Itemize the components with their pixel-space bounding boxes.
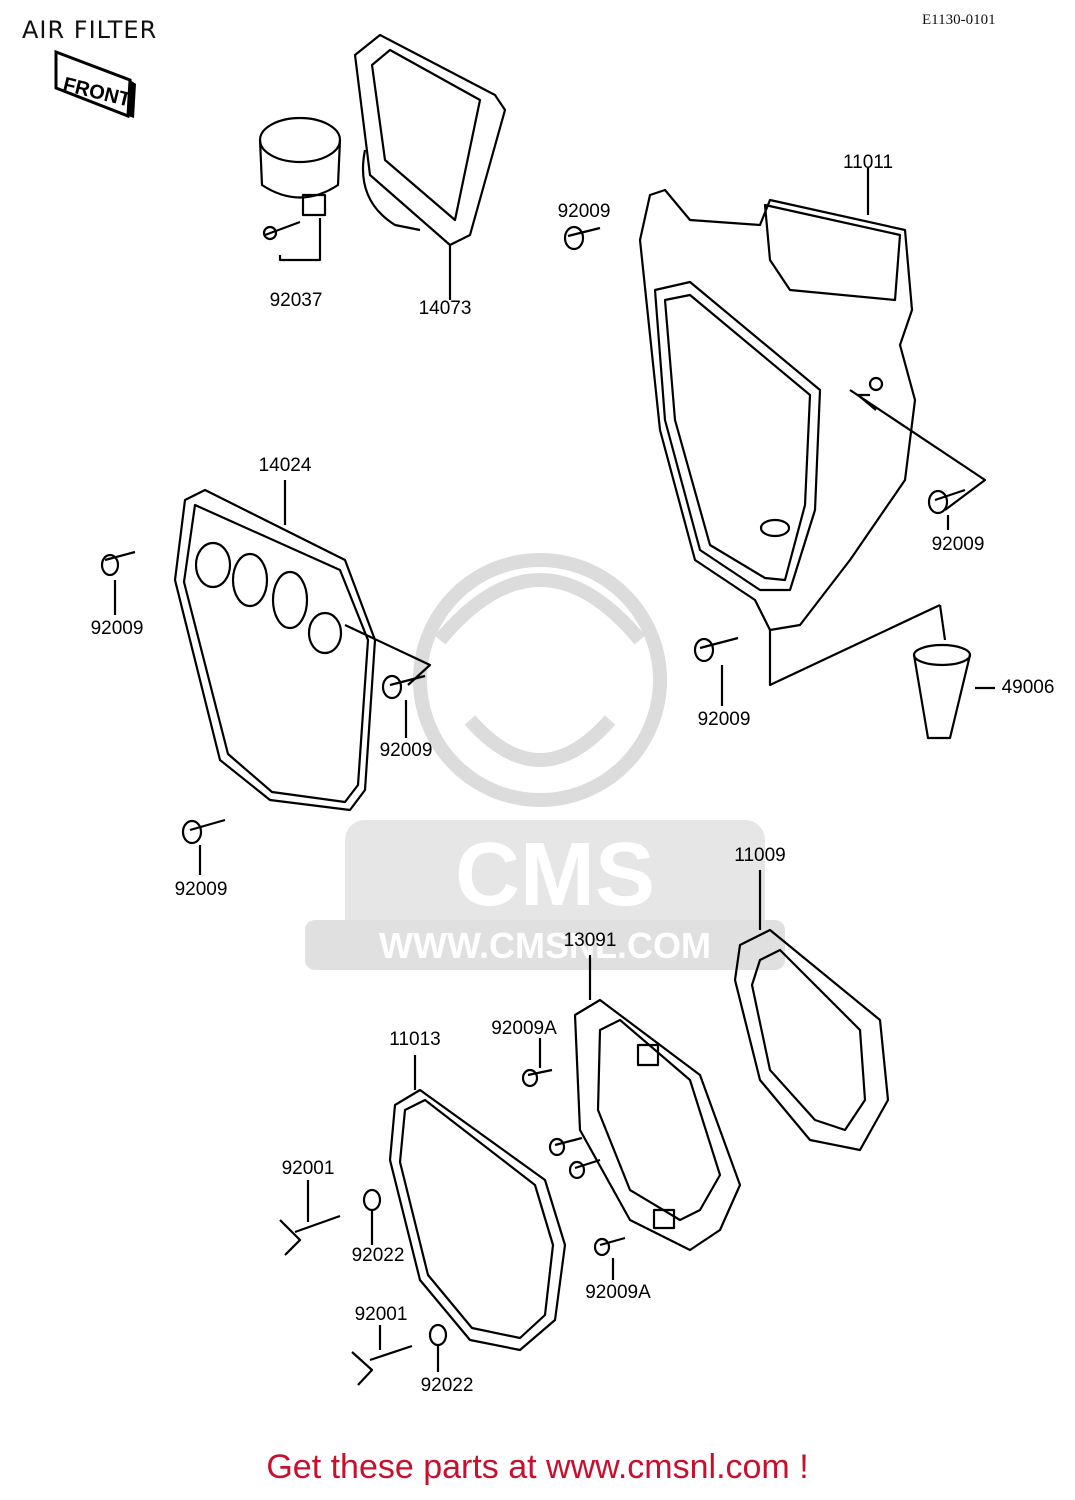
part-label[interactable]: 92022 [351, 1245, 405, 1266]
bolt-icon [927, 488, 966, 530]
part-label[interactable]: 11013 [389, 1029, 441, 1050]
wing-bolt-icon [351, 1325, 413, 1386]
part-label[interactable]: 13091 [563, 930, 617, 951]
part-label[interactable]: 92009 [697, 709, 751, 730]
front-arrow-icon: FRONT [54, 49, 136, 119]
part-label[interactable]: 92022 [420, 1375, 474, 1396]
part-label[interactable]: 92009 [379, 740, 433, 761]
part-label[interactable]: 14024 [258, 455, 312, 476]
part-label[interactable]: 92001 [281, 1158, 335, 1179]
part-label[interactable]: 92001 [354, 1304, 408, 1325]
part-label[interactable]: 49006 [1001, 677, 1055, 698]
washer-icon [428, 1323, 448, 1372]
svg-text:CMS: CMS [455, 825, 655, 925]
wing-bolt-icon [279, 1180, 341, 1256]
airbox-11011 [638, 168, 917, 632]
bolt-icon [693, 636, 739, 706]
part-label[interactable]: 92009 [557, 201, 611, 222]
bolt-icon [181, 818, 226, 875]
screw-icon [521, 1038, 626, 1280]
drain-49006 [768, 389, 995, 740]
diagram-code: E1130-0101 [922, 12, 996, 28]
cms-watermark [413, 553, 667, 807]
bolt-icon [100, 550, 136, 615]
diagram-title: AIR FILTER [22, 16, 158, 44]
bolt-icon [563, 225, 601, 251]
part-label[interactable]: 92009 [931, 534, 985, 555]
clamp-92037 [258, 116, 342, 262]
part-label[interactable]: 92009 [174, 879, 228, 900]
washer-icon [362, 1188, 382, 1245]
gasket-11009 [733, 870, 890, 1152]
part-label[interactable]: 14073 [418, 298, 472, 319]
cms-watermark-text: CMS WWW.CMSNL.COM [305, 820, 785, 970]
part-label[interactable]: 92009A [585, 1282, 651, 1303]
duct-14073 [353, 33, 507, 300]
part-label[interactable]: 11009 [734, 845, 786, 866]
part-label[interactable]: 11011 [842, 152, 894, 173]
part-label[interactable]: 92037 [269, 290, 323, 311]
svg-text:WWW.CMSNL.COM: WWW.CMSNL.COM [379, 925, 711, 966]
bolt-icon [381, 674, 426, 738]
footer-link[interactable]: Get these parts at www.cmsnl.com ! [266, 1448, 809, 1486]
part-label[interactable]: 92009 [90, 618, 144, 639]
part-label[interactable]: 92009A [491, 1018, 557, 1039]
element-11013 [388, 1055, 567, 1352]
holder-13091 [573, 955, 742, 1252]
